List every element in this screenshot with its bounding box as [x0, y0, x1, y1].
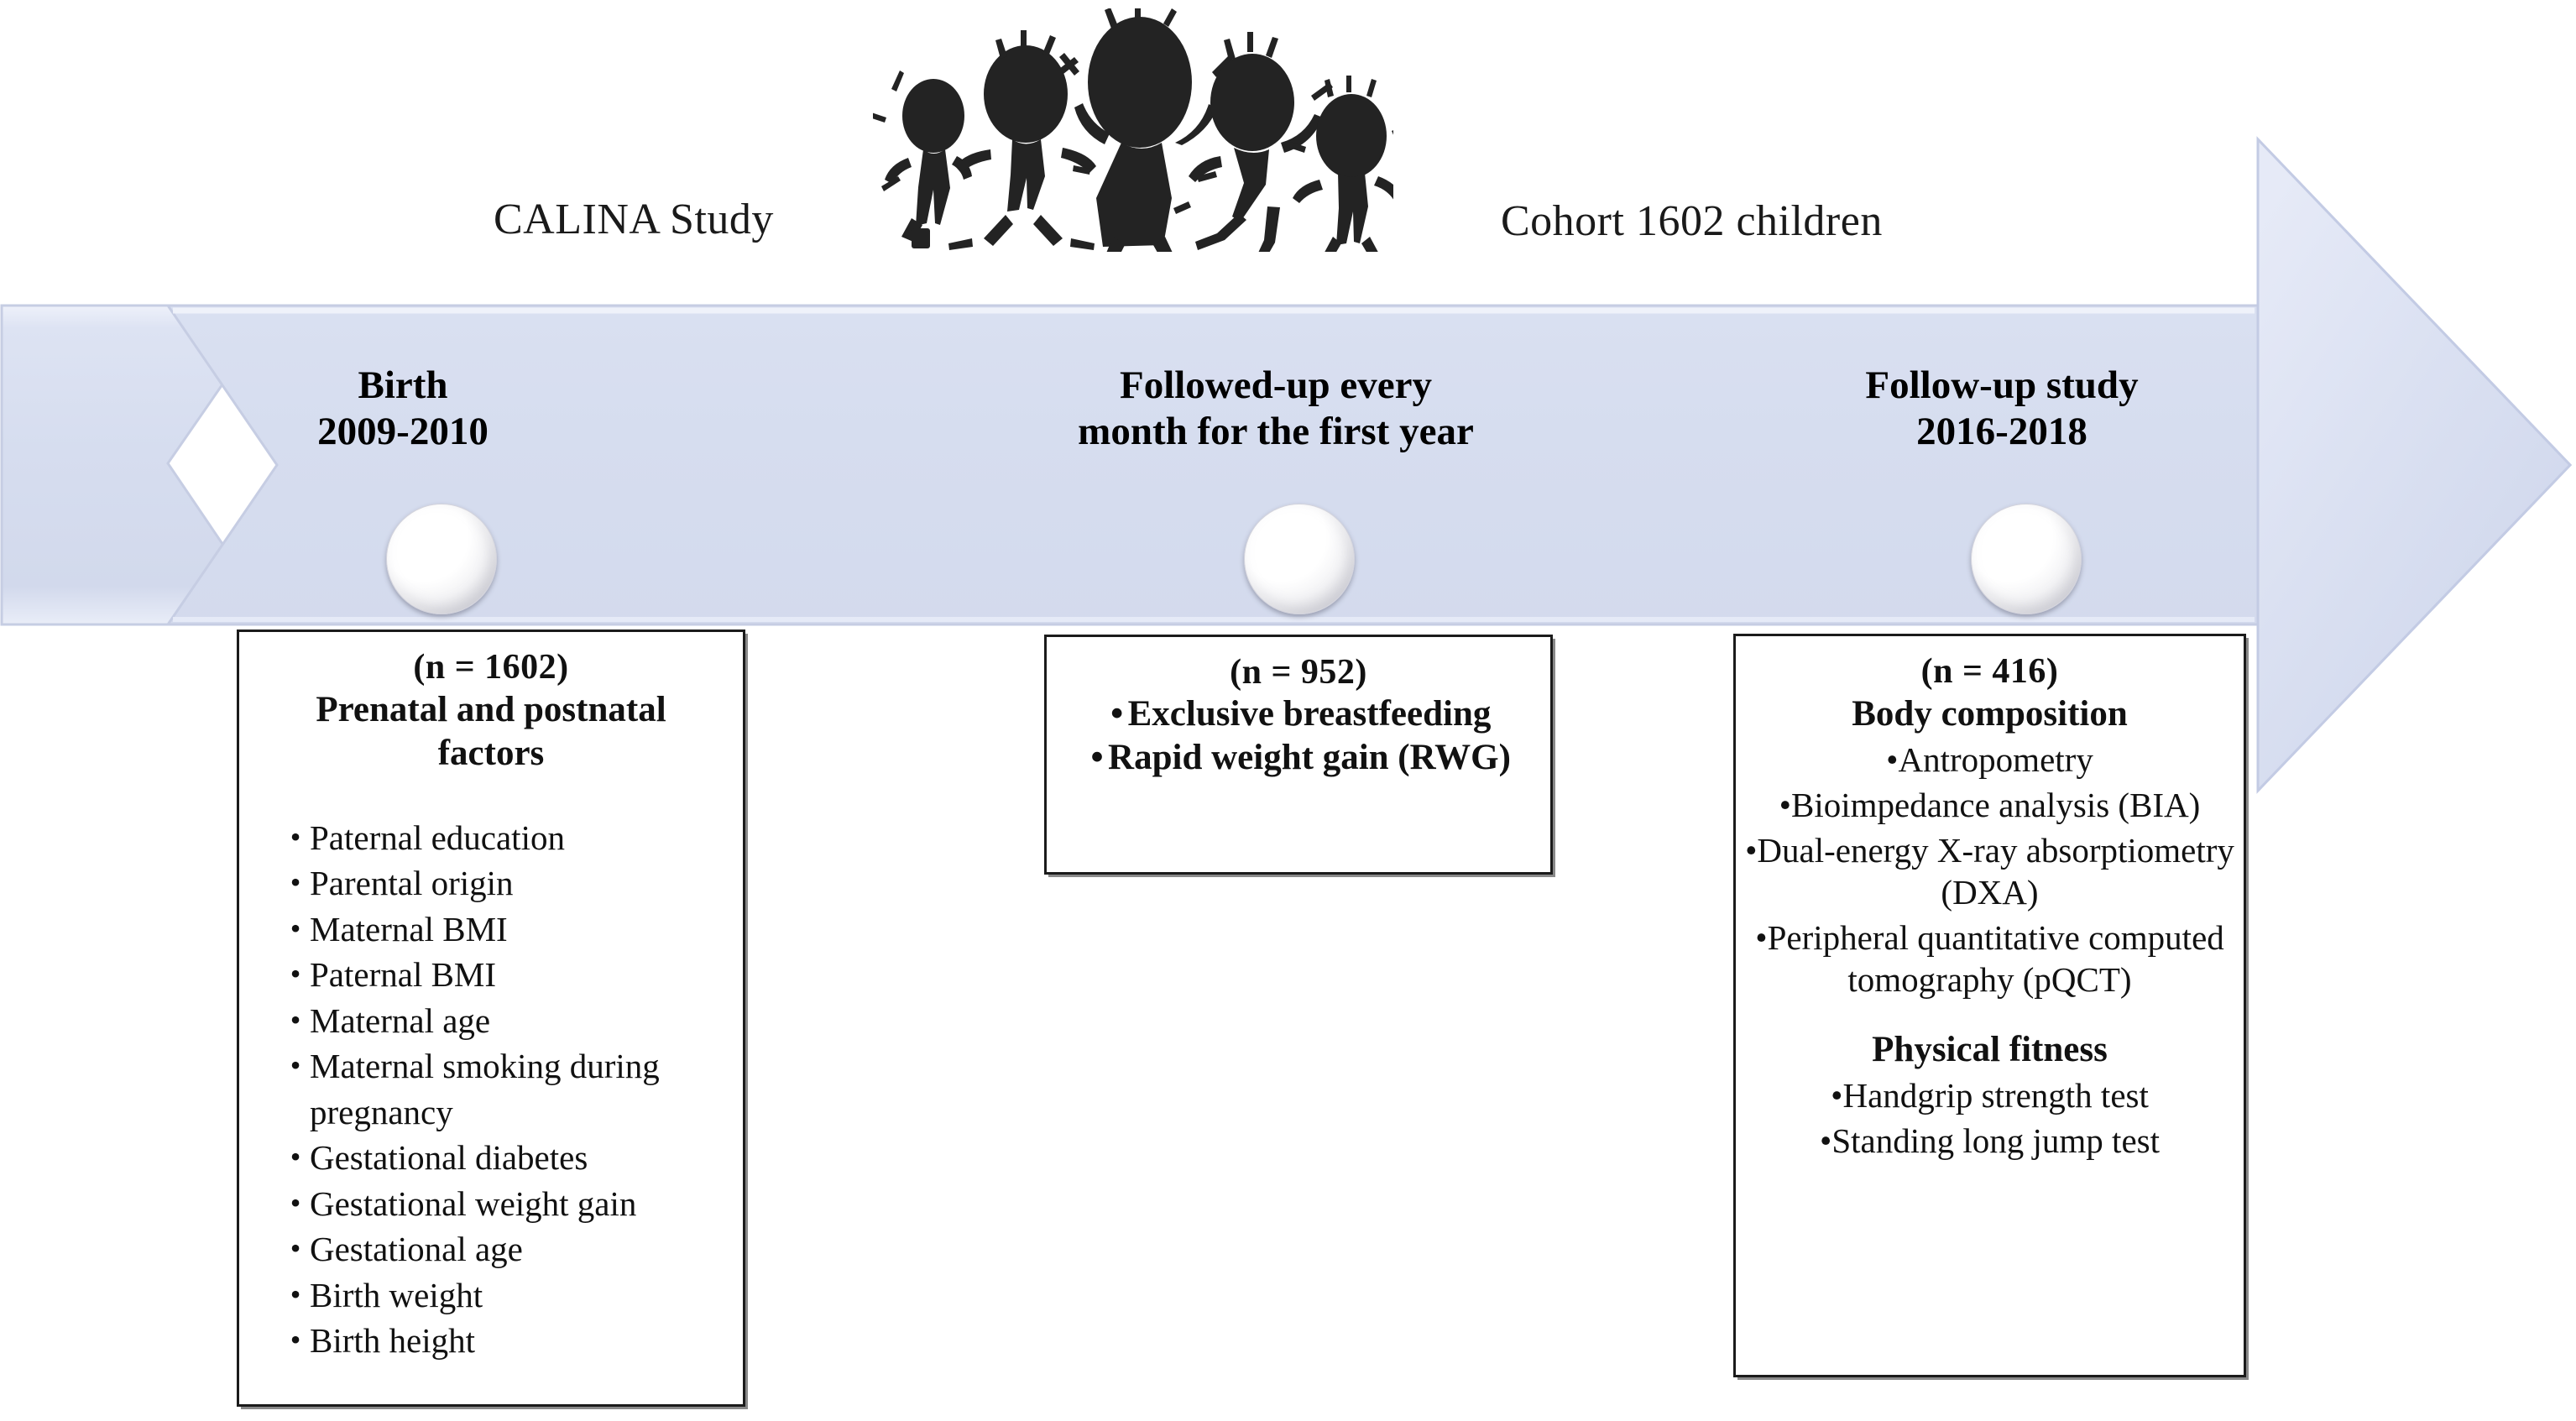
list-item-label: Bioimpedance analysis (BIA)	[1791, 785, 2201, 824]
list-item-label: Dual-energy X-ray absorptiometry (DXA)	[1757, 830, 2234, 912]
list-item-label: Parental origin	[310, 864, 514, 903]
bullet-icon: •	[290, 1002, 301, 1037]
list-item: •Peripheral quantitative computed tomogr…	[1736, 917, 2244, 1000]
list-item-label: Paternal BMI	[310, 955, 497, 995]
list-item: • Parental origin	[281, 860, 743, 906]
list-item: • Maternal age	[281, 998, 743, 1044]
sample-size-label: (n = 416)	[1920, 652, 2059, 691]
body-composition-list: •Antropometry •Bioimpedance analysis (BI…	[1736, 739, 2244, 1000]
list-item-label: Birth weight	[310, 1275, 483, 1314]
list-item: • Maternal smoking during pregnancy	[281, 1043, 743, 1135]
milestone-period: 2009-2010	[317, 410, 489, 454]
jumping-children-silhouette-icon	[873, 8, 1393, 252]
list-item: • Paternal BMI	[281, 952, 743, 998]
milestone-title: Follow-up study	[1865, 363, 2139, 407]
bullet-icon: •	[1110, 694, 1124, 734]
content-box-prenatal-postnatal: (n = 1602) Prenatal and postnatal factor…	[237, 630, 745, 1407]
timeline-node-marker-3	[1971, 504, 2082, 614]
bullet-icon: •	[290, 911, 301, 945]
box-heading-body-composition: Body composition	[1852, 694, 2128, 734]
timeline-arrow	[0, 136, 2576, 807]
bullet-icon: •	[290, 819, 301, 854]
list-item-label: Maternal smoking during pregnancy	[310, 1047, 660, 1131]
list-item-label: Maternal BMI	[310, 909, 508, 948]
list-item-label: Paternal education	[310, 818, 565, 857]
study-name-label: CALINA Study	[494, 196, 774, 243]
bullet-icon: •	[290, 1231, 301, 1266]
list-item: • Paternal education	[281, 815, 743, 861]
milestone-label-followup-study: Follow-up study 2016-2018	[1813, 363, 2191, 456]
milestone-period: 2016-2018	[1916, 410, 2087, 454]
list-item-label: Gestational age	[310, 1230, 523, 1269]
content-box-followup-measures: (n = 416) Body composition •Antropometry…	[1733, 634, 2246, 1377]
list-item: •Handgrip strength test	[1736, 1074, 2244, 1116]
list-item-label: Handgrip strength test	[1842, 1075, 2149, 1115]
bullet-icon: •	[290, 957, 301, 991]
bullet-icon: •	[1886, 739, 1899, 779]
bullet-icon: •	[1745, 830, 1758, 870]
list-item-label: Peripheral quantitative computed tomogra…	[1767, 917, 2224, 999]
list-item-label: Exclusive breastfeeding	[1127, 694, 1492, 734]
list-item-label: Birth height	[310, 1321, 476, 1361]
bullet-icon: •	[290, 1185, 301, 1220]
list-item: •Antropometry	[1736, 739, 2244, 781]
bullet-icon: •	[290, 865, 301, 900]
sample-size-label: (n = 952)	[1230, 653, 1367, 692]
milestone-label-birth: Birth 2009-2010	[252, 363, 554, 456]
list-item: • Birth weight	[281, 1272, 743, 1319]
box-heading-line2: factors	[437, 733, 545, 773]
sample-size-label: (n = 1602)	[413, 648, 569, 687]
bullet-icon: •	[290, 1277, 301, 1311]
list-item: •Rapid weight gain (RWG)	[1047, 736, 1550, 780]
list-item: • Maternal BMI	[281, 906, 743, 953]
bullet-icon: •	[290, 1140, 301, 1174]
list-item: •Exclusive breastfeeding	[1047, 692, 1550, 736]
bullet-icon: •	[290, 1323, 301, 1357]
list-item: •Dual-energy X-ray absorptiometry (DXA)	[1736, 829, 2244, 913]
milestone-label-followup-monthly: Followed-up every month for the first ye…	[1007, 363, 1544, 456]
bullet-icon: •	[1831, 1075, 1843, 1115]
list-item-label: Gestational diabetes	[310, 1138, 588, 1178]
list-item: •Bioimpedance analysis (BIA)	[1736, 784, 2244, 826]
bullet-icon: •	[1755, 917, 1768, 957]
box-subheading-physical-fitness: Physical fitness	[1872, 1029, 2108, 1069]
list-item-label: Standing long jump test	[1831, 1121, 2160, 1160]
list-item-label: Maternal age	[310, 1000, 491, 1040]
bullet-icon: •	[1819, 1121, 1832, 1160]
list-item-label: Antropometry	[1898, 739, 2093, 779]
factor-list: • Paternal education • Parental origin • Ma…	[281, 815, 743, 1364]
content-box-infant-feeding: (n = 952) •Exclusive breastfeeding •Rapi…	[1044, 635, 1553, 875]
list-item: •Standing long jump test	[1736, 1120, 2244, 1162]
milestone-period: month for the first year	[1078, 410, 1474, 454]
bullet-icon: •	[1090, 737, 1104, 777]
cohort-size-label: Cohort 1602 children	[1501, 197, 1883, 245]
milestone-title: Followed-up every	[1119, 363, 1433, 407]
list-item: • Birth height	[281, 1318, 743, 1364]
bullet-icon: •	[290, 1048, 301, 1083]
list-item-label: Gestational weight gain	[310, 1183, 637, 1223]
infant-factor-list: •Exclusive breastfeeding •Rapid weight g…	[1047, 692, 1550, 779]
bullet-icon: •	[1779, 785, 1792, 824]
milestone-title: Birth	[358, 363, 448, 407]
list-item: • Gestational weight gain	[281, 1181, 743, 1227]
box-heading-line1: Prenatal and postnatal	[316, 690, 666, 729]
timeline-node-marker-2	[1244, 504, 1355, 614]
list-item: • Gestational diabetes	[281, 1135, 743, 1181]
physical-fitness-list: •Handgrip strength test •Standing long j…	[1736, 1074, 2244, 1162]
header-zone: CALINA Study Cohort 1602 children	[0, 0, 2576, 302]
timeline-node-marker-1	[386, 504, 497, 614]
list-item-label: Rapid weight gain (RWG)	[1108, 737, 1511, 777]
list-item: • Gestational age	[281, 1226, 743, 1272]
